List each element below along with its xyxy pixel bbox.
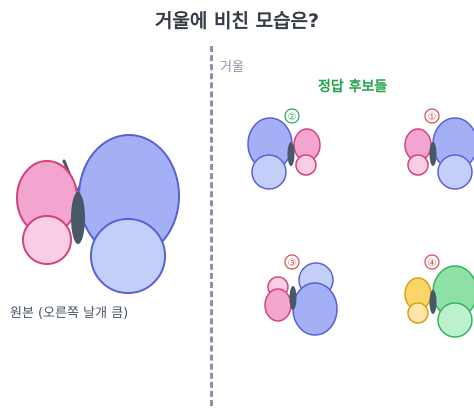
butterfly-body [289, 286, 297, 310]
small-upper-wing [264, 288, 292, 322]
big-lower-wing [437, 154, 473, 190]
butterfly-body [71, 192, 85, 244]
badge-circle [284, 254, 300, 270]
big-upper-wing [292, 282, 338, 336]
candidate-1[interactable]: ① [404, 108, 474, 190]
candidate-2[interactable]: ② [247, 108, 321, 190]
mirror-divider [210, 46, 213, 406]
candidate-number: ④ [428, 258, 437, 269]
candidates-title: 정답 후보들 [318, 79, 388, 95]
big-lower-wing [251, 154, 287, 190]
butterfly-body [429, 290, 437, 314]
butterfly-body [287, 142, 295, 166]
candidate-3[interactable]: ③ [264, 254, 338, 336]
big-lower-wing [90, 218, 166, 294]
candidate-4[interactable]: ④ [404, 254, 474, 338]
small-lower-wing [407, 154, 429, 176]
mirror-label: 거울 [220, 60, 244, 75]
small-lower-wing [22, 215, 72, 265]
page-title: 거울에 비친 모습은? [154, 10, 320, 32]
candidate-number: ① [428, 112, 437, 123]
badge-circle [424, 254, 440, 270]
original-caption: 원본 (오른쪽 날개 큼) [10, 306, 129, 321]
original-butterfly [16, 134, 180, 294]
butterfly-body [429, 142, 437, 166]
big-lower-wing [437, 302, 473, 338]
small-lower-wing [295, 154, 317, 176]
badge-circle [424, 108, 440, 124]
candidate-number: ③ [288, 258, 297, 269]
candidate-number: ② [288, 112, 297, 123]
small-lower-wing [407, 302, 429, 324]
badge-circle [284, 108, 300, 124]
